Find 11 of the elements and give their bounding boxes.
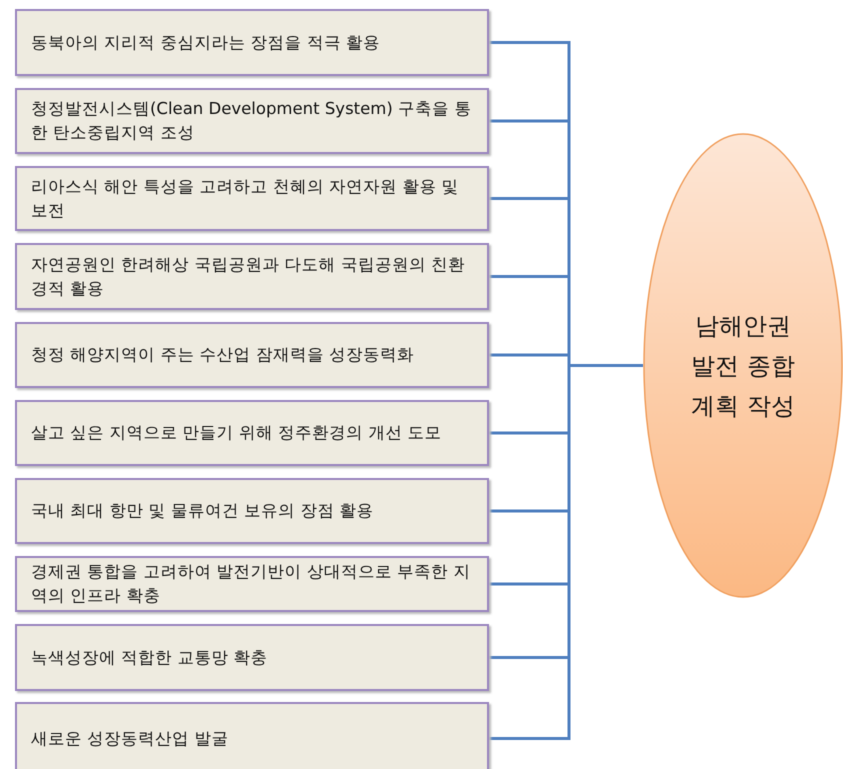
strategy-box: 동북아의 지리적 중심지라는 장점을 적극 활용 <box>15 9 489 76</box>
strategy-box: 새로운 성장동력산업 발굴 <box>15 702 489 769</box>
strategy-box: 청정발전시스템(Clean Development System) 구축을 통한 탄소중립지역 조성 <box>15 88 489 154</box>
goal-ellipse: 남해안권 발전 종합계획 작성 <box>643 133 843 598</box>
strategy-box: 리아스식 해안 특성을 고려하고 천혜의 자연자원 활용 및 보전 <box>15 166 489 231</box>
strategy-box: 자연공원인 한려해상 국립공원과 다도해 국립공원의 친환경적 활용 <box>15 243 489 310</box>
strategy-box: 국내 최대 항만 및 물류여건 보유의 장점 활용 <box>15 478 489 544</box>
strategy-box: 녹색성장에 적합한 교통망 확충 <box>15 624 489 691</box>
strategy-box: 청정 해양지역이 주는 수산업 잠재력을 성장동력화 <box>15 322 489 388</box>
strategy-box: 경제권 통합을 고려하여 발전기반이 상대적으로 부족한 지역의 인프라 확충 <box>15 556 489 612</box>
strategy-box: 살고 싶은 지역으로 만들기 위해 정주환경의 개선 도모 <box>15 400 489 466</box>
